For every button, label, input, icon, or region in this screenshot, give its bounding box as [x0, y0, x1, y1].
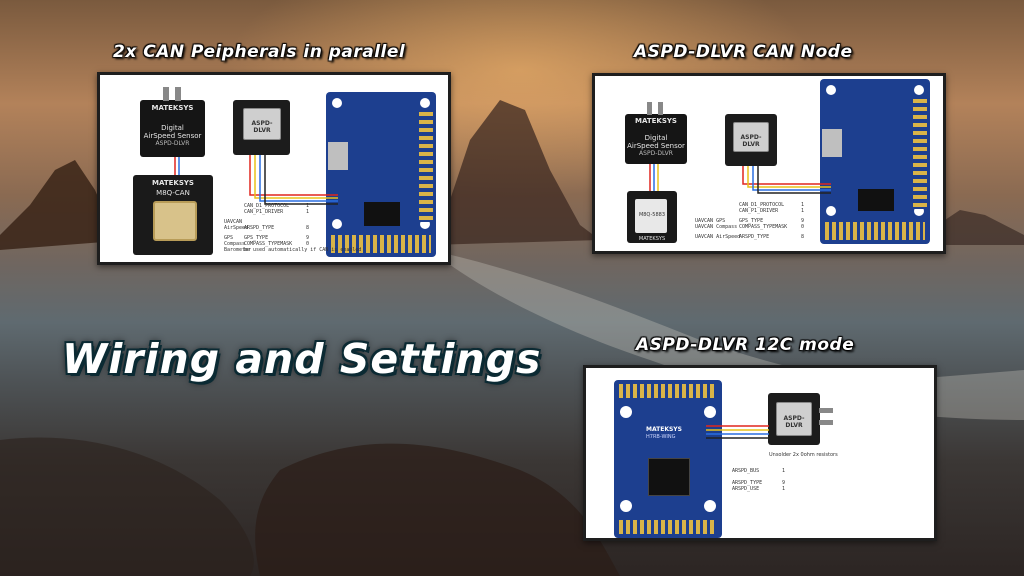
sensor-pressure-port-icon	[819, 408, 833, 413]
dlvr-chip: ASPD-DLVR	[243, 108, 281, 140]
unsolder-note: Unsolder 2x 0ohm resistors	[769, 452, 838, 458]
sensor-pressure-port-icon	[819, 420, 833, 425]
dlvr-board: ASPD-DLVR	[725, 114, 777, 166]
dlvr-label: ASPD-DLVR	[783, 415, 805, 430]
gps-label: M8Q-5883	[638, 212, 666, 218]
caption-i2c-mode: ASPD-DLVR 12C mode	[636, 335, 855, 355]
mount-hole-icon	[826, 206, 836, 216]
mount-hole-icon	[704, 406, 716, 418]
mount-hole-icon	[704, 500, 716, 512]
h7rb-wing-board: MATEKSYS H7RB-WING	[614, 380, 722, 538]
mount-hole-icon	[620, 500, 632, 512]
sensor-model-label: ASPD-DLVR	[155, 140, 190, 147]
flight-controller-board	[820, 79, 930, 244]
m8q-brand-label: MATEKSYS	[152, 179, 194, 187]
mount-hole-icon	[420, 219, 430, 229]
mount-hole-icon	[914, 85, 924, 95]
mount-hole-icon	[826, 85, 836, 95]
sd-card-slot	[328, 142, 348, 170]
panel-can-node: MATEKSYS Digital AirSpeed Sensor ASPD-DL…	[592, 73, 946, 254]
gps-module-board: M8Q-5883 MATEKSYS	[627, 191, 677, 243]
pin-header-row	[619, 384, 717, 398]
dlvr-board: ASPD-DLVR	[768, 393, 820, 445]
mount-hole-icon	[420, 98, 430, 108]
can-wiring	[649, 164, 831, 194]
mount-hole-icon	[332, 98, 342, 108]
dlvr-board: ASPD-DLVR	[233, 100, 290, 155]
panel-i2c-mode: MATEKSYS H7RB-WING ASPD-DLVR Unsolder 2x…	[583, 365, 937, 541]
mount-hole-icon	[914, 206, 924, 216]
mcu-chip	[648, 458, 690, 496]
mcu-chip	[858, 189, 894, 211]
page-title: Wiring and Settings	[62, 335, 542, 383]
can-wiring	[174, 155, 338, 205]
sensor-pressure-port-icon	[175, 87, 181, 101]
gps-antenna-icon	[635, 199, 667, 233]
airspeed-sensor-board: MATEKSYS Digital AirSpeed Sensor ASPD-DL…	[625, 114, 687, 164]
sensor-pressure-port-icon	[658, 102, 663, 115]
caption-can-node: ASPD-DLVR CAN Node	[634, 42, 853, 62]
sensor-brand-label: MATEKSYS	[635, 117, 677, 125]
sensor-model-label: ASPD-DLVR	[639, 150, 673, 157]
dlvr-label: ASPD-DLVR	[251, 120, 273, 135]
sensor-line1-label: Digital	[161, 124, 184, 132]
setting-row: UAVCAN	[224, 219, 243, 225]
fc-brand-label: MATEKSYS	[646, 426, 682, 433]
gps-brand-label: MATEKSYS	[638, 236, 666, 242]
mcu-chip	[364, 202, 400, 226]
gps-antenna-icon	[153, 201, 197, 241]
pin-header-row	[619, 520, 717, 534]
panel-can-parallel: MATEKSYS Digital AirSpeed Sensor ASPD-DL…	[97, 72, 451, 265]
m8q-can-board: MATEKSYS M8Q-CAN	[133, 175, 213, 255]
pin-header-column	[913, 99, 927, 209]
i2c-wiring	[706, 425, 769, 439]
pin-header-column	[419, 112, 433, 222]
sensor-pressure-port-icon	[163, 87, 169, 101]
sensor-line2-label: AirSpeed Sensor	[143, 132, 202, 140]
sensor-line1-label: Digital	[644, 134, 668, 142]
caption-can-parallel: 2x CAN Peipherals in parallel	[113, 42, 406, 62]
sensor-line2-label: AirSpeed Sensor	[627, 142, 685, 150]
sd-card-slot	[822, 129, 842, 157]
dlvr-chip: ASPD-DLVR	[776, 402, 812, 436]
flight-controller-board	[326, 92, 436, 257]
setting-row: Barometerbe used automatically if CAN is…	[224, 247, 362, 253]
dlvr-label: ASPD-DLVR	[740, 133, 762, 148]
sensor-brand-label: MATEKSYS	[151, 104, 194, 112]
sensor-pressure-port-icon	[647, 102, 652, 115]
dlvr-chip: ASPD-DLVR	[733, 122, 769, 152]
pin-header-row	[825, 222, 925, 240]
mount-hole-icon	[332, 219, 342, 229]
airspeed-sensor-board: MATEKSYS Digital AirSpeed Sensor ASPD-DL…	[140, 100, 205, 157]
pin-header-row	[331, 235, 431, 253]
fc-model-label: H7RB-WING	[646, 434, 676, 440]
mount-hole-icon	[620, 406, 632, 418]
m8q-model-label: M8Q-CAN	[156, 189, 190, 197]
